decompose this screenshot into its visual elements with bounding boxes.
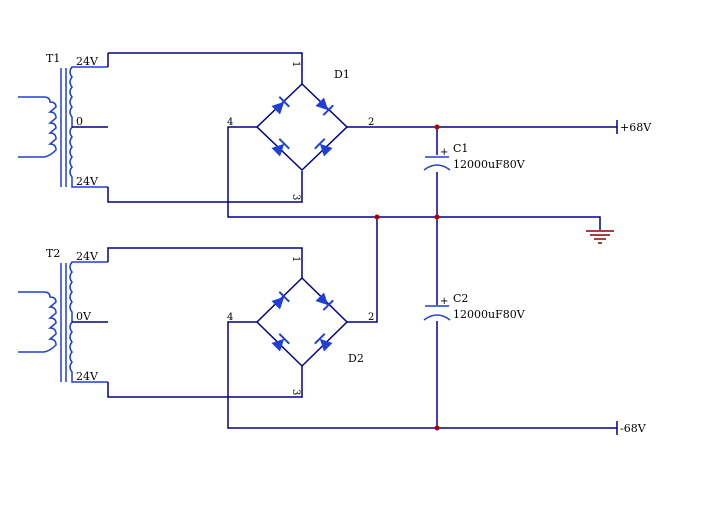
t1-ref-label: T1 <box>46 52 60 65</box>
d2-pin4-label: 4 <box>227 312 233 323</box>
t2-bottom-tap-label: 24V <box>76 370 99 383</box>
wires <box>72 52 617 429</box>
wire-d2-pin4 <box>227 321 617 429</box>
c1-polarity-mark: + <box>440 147 448 158</box>
d2-pin2-label: 2 <box>368 312 374 323</box>
bridge-d2-outline <box>255 276 349 368</box>
junction-dot <box>434 425 440 431</box>
d1-pin1-label: 1 <box>290 61 301 67</box>
c1-ref-label: C1 <box>453 142 468 155</box>
junction-dot <box>374 214 380 220</box>
bridge-d1: 1 2 3 4 <box>227 61 374 200</box>
t2-top-tap-label: 24V <box>76 250 99 263</box>
d1-pin4-label: 4 <box>227 117 233 128</box>
t1-primary-winding <box>18 96 57 158</box>
d1-pin3-label: 3 <box>290 194 301 200</box>
t2-center-tap-label: 0V <box>76 310 92 323</box>
c2-value-label: 12000uF80V <box>453 308 526 321</box>
c2-ref-label: C2 <box>453 292 468 305</box>
c1-value-label: 12000uF80V <box>453 158 526 171</box>
output-positive-label: +68V <box>620 121 652 134</box>
capacitor-c2: + C2 12000uF80V <box>423 292 526 321</box>
d1-pin2-label: 2 <box>368 117 374 128</box>
d2-diode <box>314 333 333 352</box>
wire-t2-top-to-d2-pin1 <box>107 247 303 278</box>
t1-top-tap-label: 24V <box>76 55 99 68</box>
wire-d2-pin2 <box>347 217 378 323</box>
d2-ref-label: D2 <box>348 352 364 365</box>
output-negative-label: -68V <box>620 422 647 435</box>
wire-t1-bottom-to-d1-pin3 <box>107 171 303 203</box>
transformer-t2: T2 24V 0V 24V <box>18 247 108 383</box>
wire-t2-bottom-to-d2-pin3 <box>107 366 303 398</box>
d2-pin3-label: 3 <box>290 389 301 395</box>
wire-d1-pin4 <box>227 126 601 230</box>
t2-ref-label: T2 <box>46 247 60 260</box>
t1-center-tap-label: 0 <box>76 115 83 128</box>
c2-polarity-mark: + <box>440 296 448 307</box>
wire-t1-top-to-d1-pin1 <box>108 52 303 84</box>
c2-plate-negative <box>423 314 451 321</box>
junction-dot <box>434 214 440 220</box>
t2-primary-winding <box>18 291 57 353</box>
ground-symbol <box>586 230 614 244</box>
d2-diode <box>315 292 334 311</box>
d2-pin1-label: 1 <box>290 256 301 262</box>
t1-bottom-tap-label: 24V <box>76 175 99 188</box>
bridge-d2: 1 2 3 4 <box>227 256 374 395</box>
d2-diode <box>271 291 290 310</box>
bridge-d1-outline <box>255 82 349 172</box>
d1-ref-label: D1 <box>334 68 350 81</box>
junction-dot <box>434 124 440 130</box>
transformer-t1: T1 24V 0 24V <box>18 52 108 188</box>
c1-plate-negative <box>423 164 451 171</box>
capacitor-c1: + C1 12000uF80V <box>423 142 526 171</box>
d2-diode <box>271 333 290 352</box>
